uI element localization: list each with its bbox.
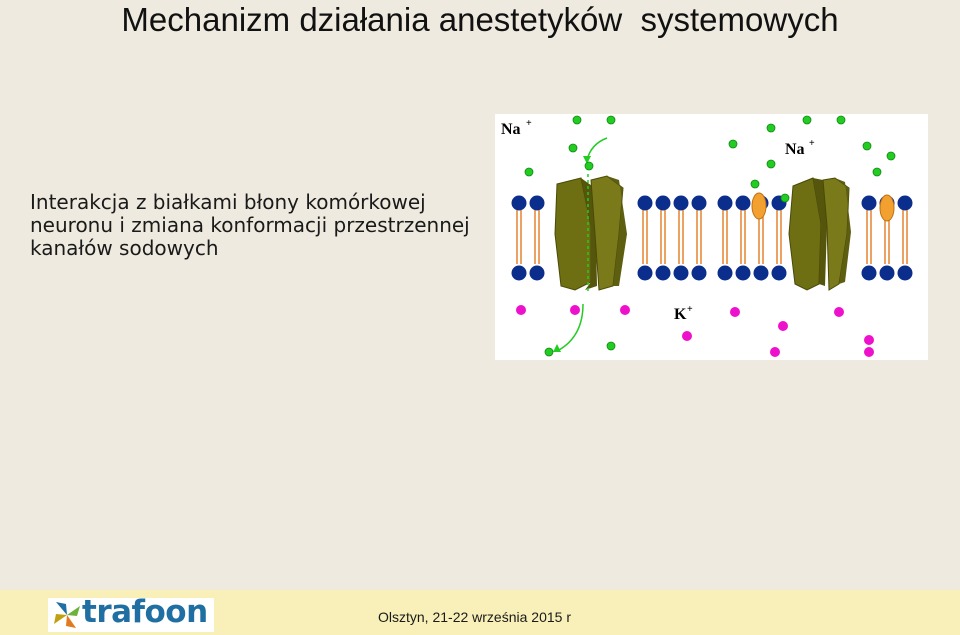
sodium-ion-icon [872,167,882,177]
potassium-ions [516,305,874,357]
potassium-ion-icon [778,321,788,331]
na-plus-left: + [526,118,532,129]
lipid-icon [861,195,877,281]
membrane-protein-icon [751,192,767,220]
slide-body-text: Interakcja z białkami błony komórkowej n… [30,191,480,260]
sodium-ion-icon [524,167,534,177]
potassium-ion-icon [770,347,780,357]
na-label-right: Na [785,141,805,158]
logo-text: trafoon [82,594,208,630]
k-label: K [674,306,687,323]
lipid-icon [771,195,787,281]
sodium-ions [524,115,896,357]
body-line-1: Interakcja z białkami błony komórkowej [30,190,426,214]
sodium-ion-icon [836,115,846,125]
lipid-icon [511,195,527,281]
potassium-ion-icon [682,331,692,341]
sodium-ion-icon [544,347,554,357]
k-plus: + [687,304,693,315]
lipid-icon [897,195,913,281]
sodium-ion-icon [584,161,594,171]
lipid-icon [735,195,751,281]
lipid-icon [529,195,545,281]
body-line-2: neuronu i zmiana konformacji przestrzenn… [30,213,470,237]
potassium-ion-icon [864,335,874,345]
membrane-left [511,195,707,281]
slide-title: Mechanizm działania anestetyków systemow… [121,1,839,38]
pinwheel-logo-icon [54,602,80,628]
footer: trafoon Olsztyn, 21-22 września 2015 r [0,590,960,635]
sodium-ion-icon [750,179,760,189]
lipid-icon [717,195,733,281]
lipid-icon [655,195,671,281]
sodium-ion-icon [606,341,616,351]
potassium-ion-icon [516,305,526,315]
potassium-ion-icon [864,347,874,357]
na-plus-right: + [809,138,815,149]
potassium-ion-icon [834,307,844,317]
sodium-ion-icon [766,123,776,133]
lipid-icon [673,195,689,281]
sodium-ion-icon [728,139,738,149]
sodium-ion-icon [802,115,812,125]
logo: trafoon [48,594,214,632]
lipid-icon [637,195,653,281]
sodium-ion-icon [862,141,872,151]
lipid-icon [691,195,707,281]
potassium-ion-icon [620,305,630,315]
membrane-protein-icon [879,194,895,222]
sodium-channel-open-icon [554,174,627,294]
sodium-ion-icon [780,193,790,203]
sodium-ion-icon [606,115,616,125]
sodium-ion-icon [568,143,578,153]
potassium-ion-icon [730,307,740,317]
sodium-channel-diagram: Na + Na + K + [495,114,928,360]
sodium-channel-closed-icon [788,177,851,291]
potassium-ion-icon [570,305,580,315]
sodium-influx-arrow-icon [553,137,608,352]
footer-date: Olsztyn, 21-22 września 2015 r [378,609,571,625]
body-line-3: kanałów sodowych [30,236,219,260]
sodium-ion-icon [572,115,582,125]
na-label-left: Na [501,121,521,138]
sodium-ion-icon [886,151,896,161]
sodium-ion-icon [766,159,776,169]
